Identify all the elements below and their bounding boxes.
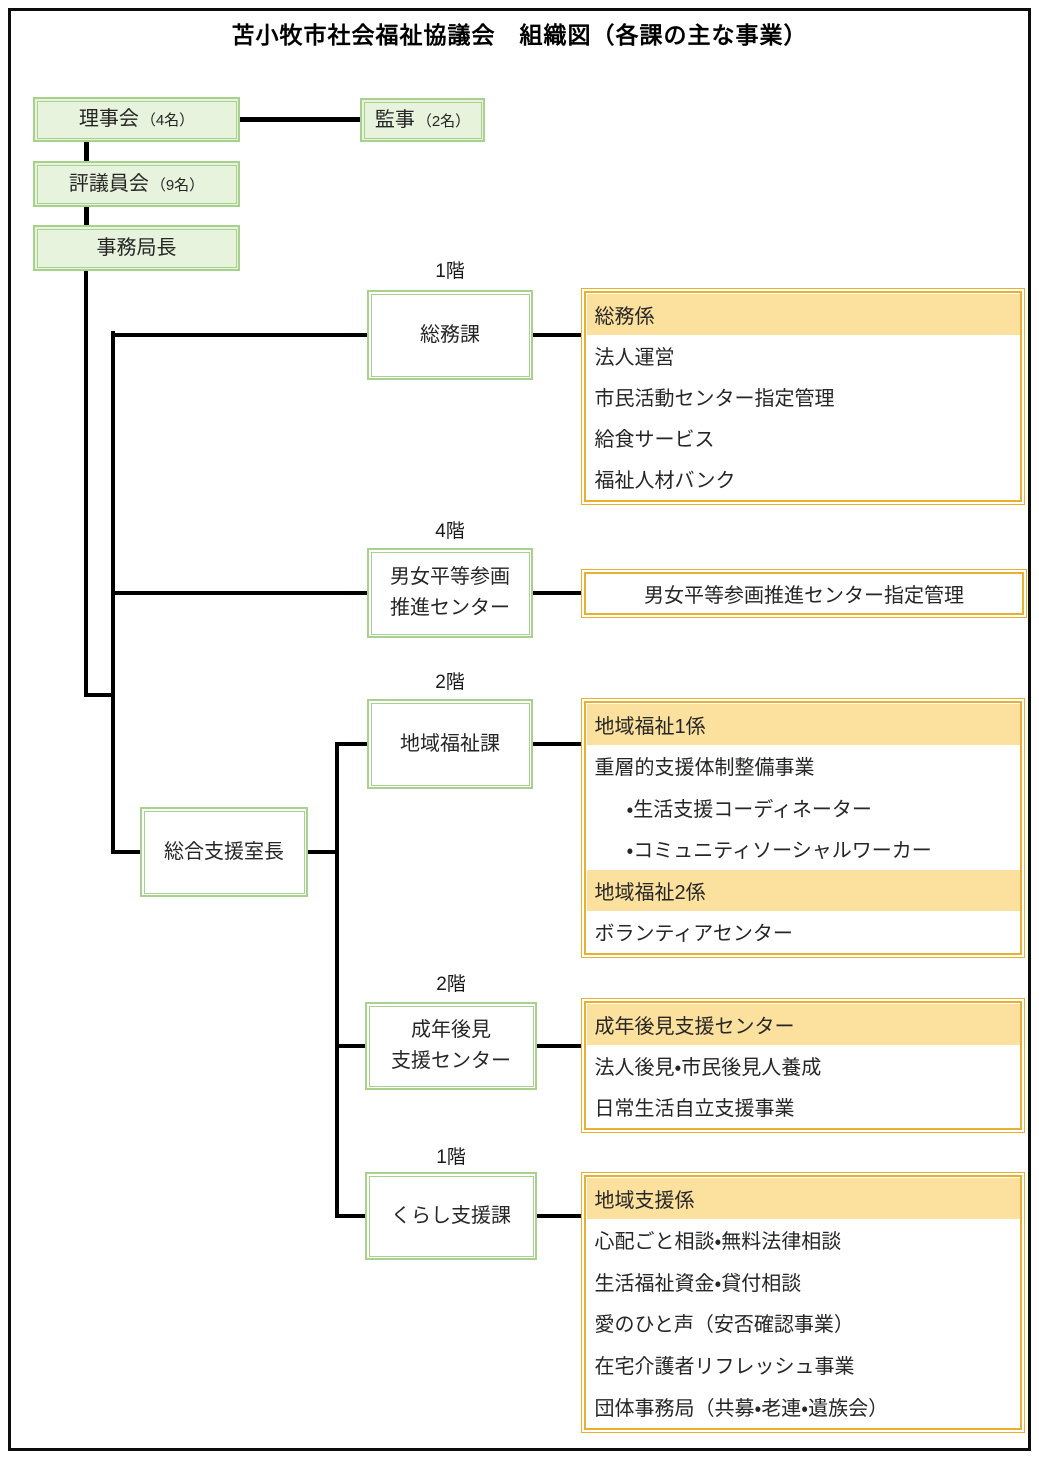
secretary-general-box: 事務局長 [33,225,240,271]
adult-guardianship-label-line2: 支援センター [391,1050,511,1072]
business-item: 給食サービス [594,429,715,452]
gender-equality-center-label-line2: 推進センター [390,597,510,619]
connector-riji-hyogiin [84,141,89,162]
board-box: 理事会（4名） [33,97,240,142]
business-item: 愛のひと声（安否確認事業） [594,1314,854,1337]
connector-somu-business [533,333,581,337]
connector-chiiki-business [533,742,581,746]
business-section-header: 地域支援係 [586,1177,1020,1219]
connector-to-somu [111,333,367,337]
council-box: 評議員会（9名） [33,161,240,207]
adult-guardianship-label-line1: 成年後見 [411,1019,491,1041]
connector-hyogiin-jimu [84,206,89,226]
floor-label-somu: 1階 [435,261,465,282]
secretary-general-label: 事務局長 [96,236,177,259]
living-support-business-box: 地域支援係 心配ごと相談・無料法律相談 生活福祉資金・貸付相談 愛のひと声（安否… [581,1172,1025,1433]
living-support-label: くらし支援課 [391,1204,511,1227]
general-affairs-label: 総務課 [420,323,480,346]
auditor-label: 監事（2名） [375,105,470,136]
connector-seinen-business [537,1044,581,1048]
connector-trunk-jog [84,693,115,697]
general-affairs-box: 総務課 [367,290,533,380]
connector-kurashi-business [537,1214,581,1218]
floor-label-seinen: 2階 [436,974,466,995]
board-label: 理事会（4名） [79,104,194,135]
support-office-chief-box: 総合支援室長 [140,807,308,897]
business-item: 生活福祉資金・貸付相談 [594,1272,802,1295]
business-section-header: 地域福祉2係 [586,869,1020,911]
auditor-label-text: 監事 [374,108,415,131]
gender-equality-business-rows: 男女平等参画推進センター指定管理 [587,575,1022,613]
living-support-box: くらし支援課 [365,1172,537,1260]
living-support-business-rows: 地域支援係 心配ごと相談・無料法律相談 生活福祉資金・貸付相談 愛のひと声（安否… [586,1177,1020,1428]
adult-guardianship-center-box: 成年後見 支援センター [365,1002,537,1090]
gender-equality-business-box: 男女平等参画推進センター指定管理 [581,569,1027,618]
connector-riji-kanji [240,117,360,122]
business-item: 法人運営 [594,346,675,369]
adult-guardianship-business-box: 成年後見支援センター 法人後見・市民後見人養成 日常生活自立支援事業 [581,998,1025,1133]
business-item: 心配ごと相談・無料法律相談 [594,1230,842,1253]
business-item: 日常生活自立支援事業 [594,1098,795,1121]
floor-label-danjo: 4階 [435,521,465,542]
connector-to-seinen [335,1044,365,1048]
community-welfare-label: 地域福祉課 [400,732,500,755]
business-item: ボランティアセンター [594,923,793,946]
business-item: 福祉人材バンク [594,470,736,493]
business-item: 法人後見・市民後見人養成 [594,1056,822,1079]
page-title: 苫小牧市社会福祉協議会 組織図（各課の主な事業） [231,22,808,48]
floor-label-chiiki: 2階 [435,672,465,693]
connector-to-chiiki [335,742,367,746]
connector-sub-trunk [335,742,339,1218]
business-section-header: 成年後見支援センター [586,1003,1020,1045]
general-affairs-business-rows: 総務係 法人運営 市民活動センター指定管理 給食サービス 福祉人材バンク [586,293,1020,500]
council-label: 評議員会（9名） [69,169,204,200]
council-count: （9名） [150,176,205,194]
general-affairs-business-box: 総務係 法人運営 市民活動センター指定管理 給食サービス 福祉人材バンク [581,288,1025,505]
community-welfare-business-box: 地域福祉1係 重層的支援体制整備事業 ・生活支援コーディネーター ・コミュニティ… [581,698,1025,958]
gender-equality-center-box: 男女平等参画 推進センター [367,548,533,638]
connector-sogoshien-branch [308,850,339,854]
page-border [8,8,1031,1451]
business-sub-item: ・コミュニティソーシャルワーカー [626,840,932,863]
community-welfare-business-rows: 地域福祉1係 重層的支援体制整備事業 ・生活支援コーディネーター ・コミュニティ… [586,703,1020,953]
connector-to-sogoshien [111,850,140,854]
business-item: 団体事務局（共募・老連・遺族会） [594,1398,889,1421]
community-welfare-box: 地域福祉課 [367,699,533,789]
floor-label-kurashi: 1階 [436,1147,466,1168]
board-count: （4名） [140,112,195,129]
business-item: 男女平等参画推進センター指定管理 [644,585,964,607]
business-item: 市民活動センター指定管理 [594,387,835,410]
business-section-header: 総務係 [586,293,1020,335]
business-section-header: 地域福祉1係 [586,703,1020,745]
auditor-box: 監事（2名） [360,98,485,142]
connector-danjo-business [533,591,581,595]
connector-jimu-trunk [84,271,88,697]
business-item: 在宅介護者リフレッシュ事業 [594,1356,855,1379]
support-office-chief-label: 総合支援室長 [164,840,284,863]
connector-to-kurashi [335,1214,365,1218]
board-label-text: 理事会 [78,108,139,130]
connector-to-danjo [111,591,367,595]
business-item: 重層的支援体制整備事業 [594,756,815,779]
council-label-text: 評議員会 [68,172,149,195]
business-sub-item: ・生活支援コーディネーター [626,798,872,821]
auditor-count: （2名） [416,112,471,130]
gender-equality-center-label-line1: 男女平等参画 [390,566,510,588]
adult-guardianship-business-rows: 成年後見支援センター 法人後見・市民後見人養成 日常生活自立支援事業 [586,1003,1020,1128]
